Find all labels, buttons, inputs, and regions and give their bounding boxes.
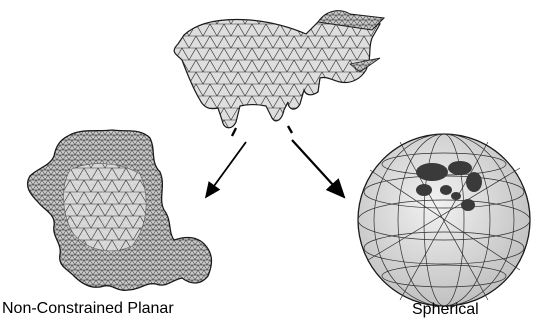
spherical-caption: Spherical [412, 301, 479, 319]
spherical-parameterization [358, 134, 530, 306]
planar-caption: Non-Constrained Planar [2, 300, 174, 318]
triceratops-mesh [174, 11, 384, 128]
arrow-tail-marks [232, 126, 292, 136]
arrow-to-spherical [292, 140, 344, 197]
arrow-to-planar [206, 142, 246, 197]
planar-parameterization [28, 130, 212, 290]
